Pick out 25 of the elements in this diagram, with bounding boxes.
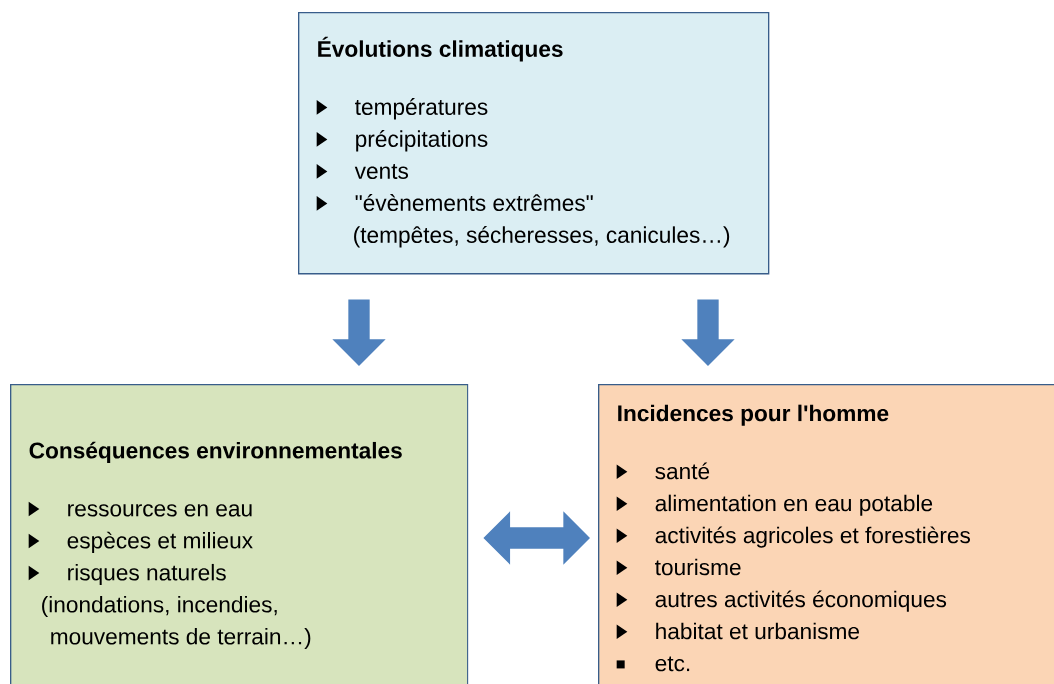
list-item: risques naturels — [28, 563, 226, 586]
list-item: "évènements extrêmes" — [316, 194, 593, 211]
list-item: alimentation en eau potable — [616, 494, 933, 516]
block-arrow — [483, 511, 590, 565]
list-item: autres activités économiques — [616, 590, 947, 612]
list-item: tourisme — [616, 558, 741, 576]
list-item: santé — [616, 462, 710, 480]
text-box — [598, 384, 1054, 684]
list-item: températures — [316, 98, 488, 120]
heading: Évolutions climatiques — [318, 36, 563, 62]
list-item: espèces et milieux — [28, 531, 253, 554]
block-arrow — [332, 299, 386, 366]
block-arrow — [681, 299, 735, 366]
heading: Incidences pour l'homme — [618, 404, 889, 426]
list-item: activités agricoles et forestières — [616, 526, 970, 548]
list-item: précipitations — [316, 130, 488, 152]
list-item: (tempêtes, sécheresses, canicules…) — [354, 226, 730, 248]
list-item: habitat et urbanisme — [616, 622, 859, 640]
list-item: etc. — [616, 656, 690, 672]
heading: Conséquences environnementales — [29, 441, 402, 464]
list-item: vents — [316, 164, 409, 179]
text-box — [10, 384, 469, 684]
list-item: (inondations, incendies, mouvements de terrain…) — [42, 595, 311, 650]
list-item: ressources en eau — [28, 501, 252, 517]
text-box — [298, 12, 770, 275]
